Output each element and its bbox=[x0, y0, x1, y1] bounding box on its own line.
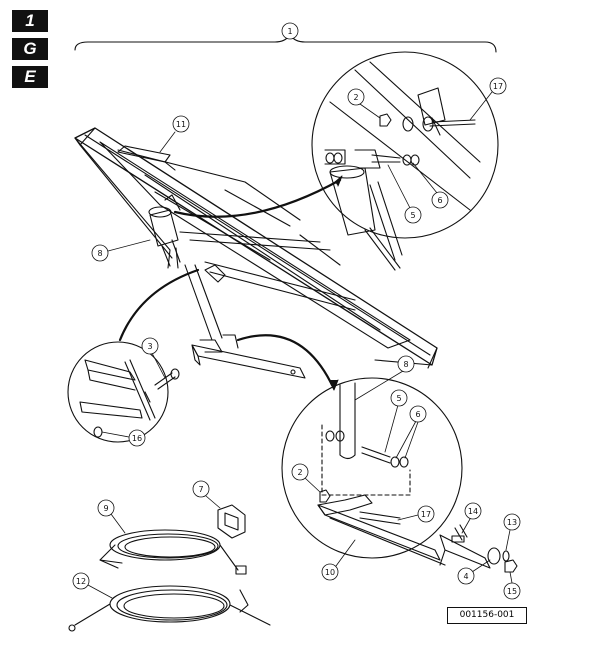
callout-12: 12 bbox=[72, 572, 113, 599]
callout-9: 9 bbox=[97, 499, 126, 534]
section-tab-g: G bbox=[12, 38, 48, 60]
callout-11-text: 11 bbox=[176, 120, 186, 129]
callouts: 1 11 8 2 17 5 6 3 16 8 5 6 2 17 14 13 4 … bbox=[72, 22, 521, 600]
callout-5b: 5 bbox=[384, 389, 408, 453]
callout-15-text: 15 bbox=[507, 587, 517, 596]
actuator-part-8 bbox=[148, 194, 223, 341]
wire-harness-part-9 bbox=[99, 529, 247, 575]
callout-17a: 17 bbox=[469, 77, 507, 121]
callout-3-text: 3 bbox=[147, 342, 152, 351]
callout-17a-text: 17 bbox=[493, 82, 503, 91]
detail-circle-left bbox=[67, 341, 180, 443]
wire-part-12 bbox=[68, 585, 271, 632]
callout-8a: 8 bbox=[91, 239, 151, 262]
lower-hardware bbox=[439, 524, 518, 573]
callout-6b: 6 bbox=[395, 405, 427, 459]
pivot-bracket bbox=[204, 264, 226, 283]
callout-8a-text: 8 bbox=[97, 249, 102, 258]
callout-16: 16 bbox=[101, 429, 146, 447]
callout-7-text: 7 bbox=[198, 485, 203, 494]
figure-id-label: 001156-001 bbox=[447, 607, 527, 624]
callout-6a: 6 bbox=[412, 162, 449, 209]
callout-2b: 2 bbox=[291, 463, 321, 493]
callout-2b-text: 2 bbox=[297, 468, 302, 477]
callout-14-text: 14 bbox=[468, 507, 478, 516]
callout-1-text: 1 bbox=[287, 27, 292, 36]
callout-4-text: 4 bbox=[463, 572, 468, 581]
callout-14: 14 bbox=[461, 502, 482, 534]
callout-17b-text: 17 bbox=[421, 510, 431, 519]
callout-3: 3 bbox=[141, 337, 166, 379]
switch-part-7 bbox=[217, 504, 246, 539]
callout-13-text: 13 bbox=[507, 518, 517, 527]
callout-2a-text: 2 bbox=[353, 93, 358, 102]
callout-2a: 2 bbox=[347, 88, 381, 119]
upper-bracket-part-11 bbox=[117, 145, 176, 171]
callout-7: 7 bbox=[192, 480, 221, 509]
lower-mount-bracket bbox=[191, 334, 306, 379]
callout-5b-text: 5 bbox=[396, 394, 401, 403]
callout-5a: 5 bbox=[387, 164, 422, 224]
callout-10: 10 bbox=[321, 539, 356, 581]
callout-8b-text: 8 bbox=[403, 360, 408, 369]
callout-10-text: 10 bbox=[325, 568, 335, 577]
callout-12-text: 12 bbox=[76, 577, 86, 586]
callout-15: 15 bbox=[503, 571, 521, 600]
detail-circle-upper bbox=[311, 51, 499, 271]
callout-1: 1 bbox=[281, 22, 299, 40]
callout-16-text: 16 bbox=[132, 434, 142, 443]
callout-5a-text: 5 bbox=[410, 211, 415, 220]
detail-leaders bbox=[118, 175, 343, 391]
callout-17b: 17 bbox=[397, 505, 435, 523]
callout-8b: 8 bbox=[354, 355, 415, 401]
section-tab-1: 1 bbox=[12, 10, 48, 32]
section-tab-e: E bbox=[12, 66, 48, 88]
detail-circle-lower bbox=[281, 377, 463, 566]
callout-6b-text: 6 bbox=[415, 410, 420, 419]
callout-9-text: 9 bbox=[103, 504, 108, 513]
callout-6a-text: 6 bbox=[437, 196, 442, 205]
callout-11: 11 bbox=[159, 115, 190, 153]
callout-4: 4 bbox=[457, 559, 491, 585]
callout-13: 13 bbox=[503, 513, 521, 551]
main-frame bbox=[74, 127, 438, 369]
